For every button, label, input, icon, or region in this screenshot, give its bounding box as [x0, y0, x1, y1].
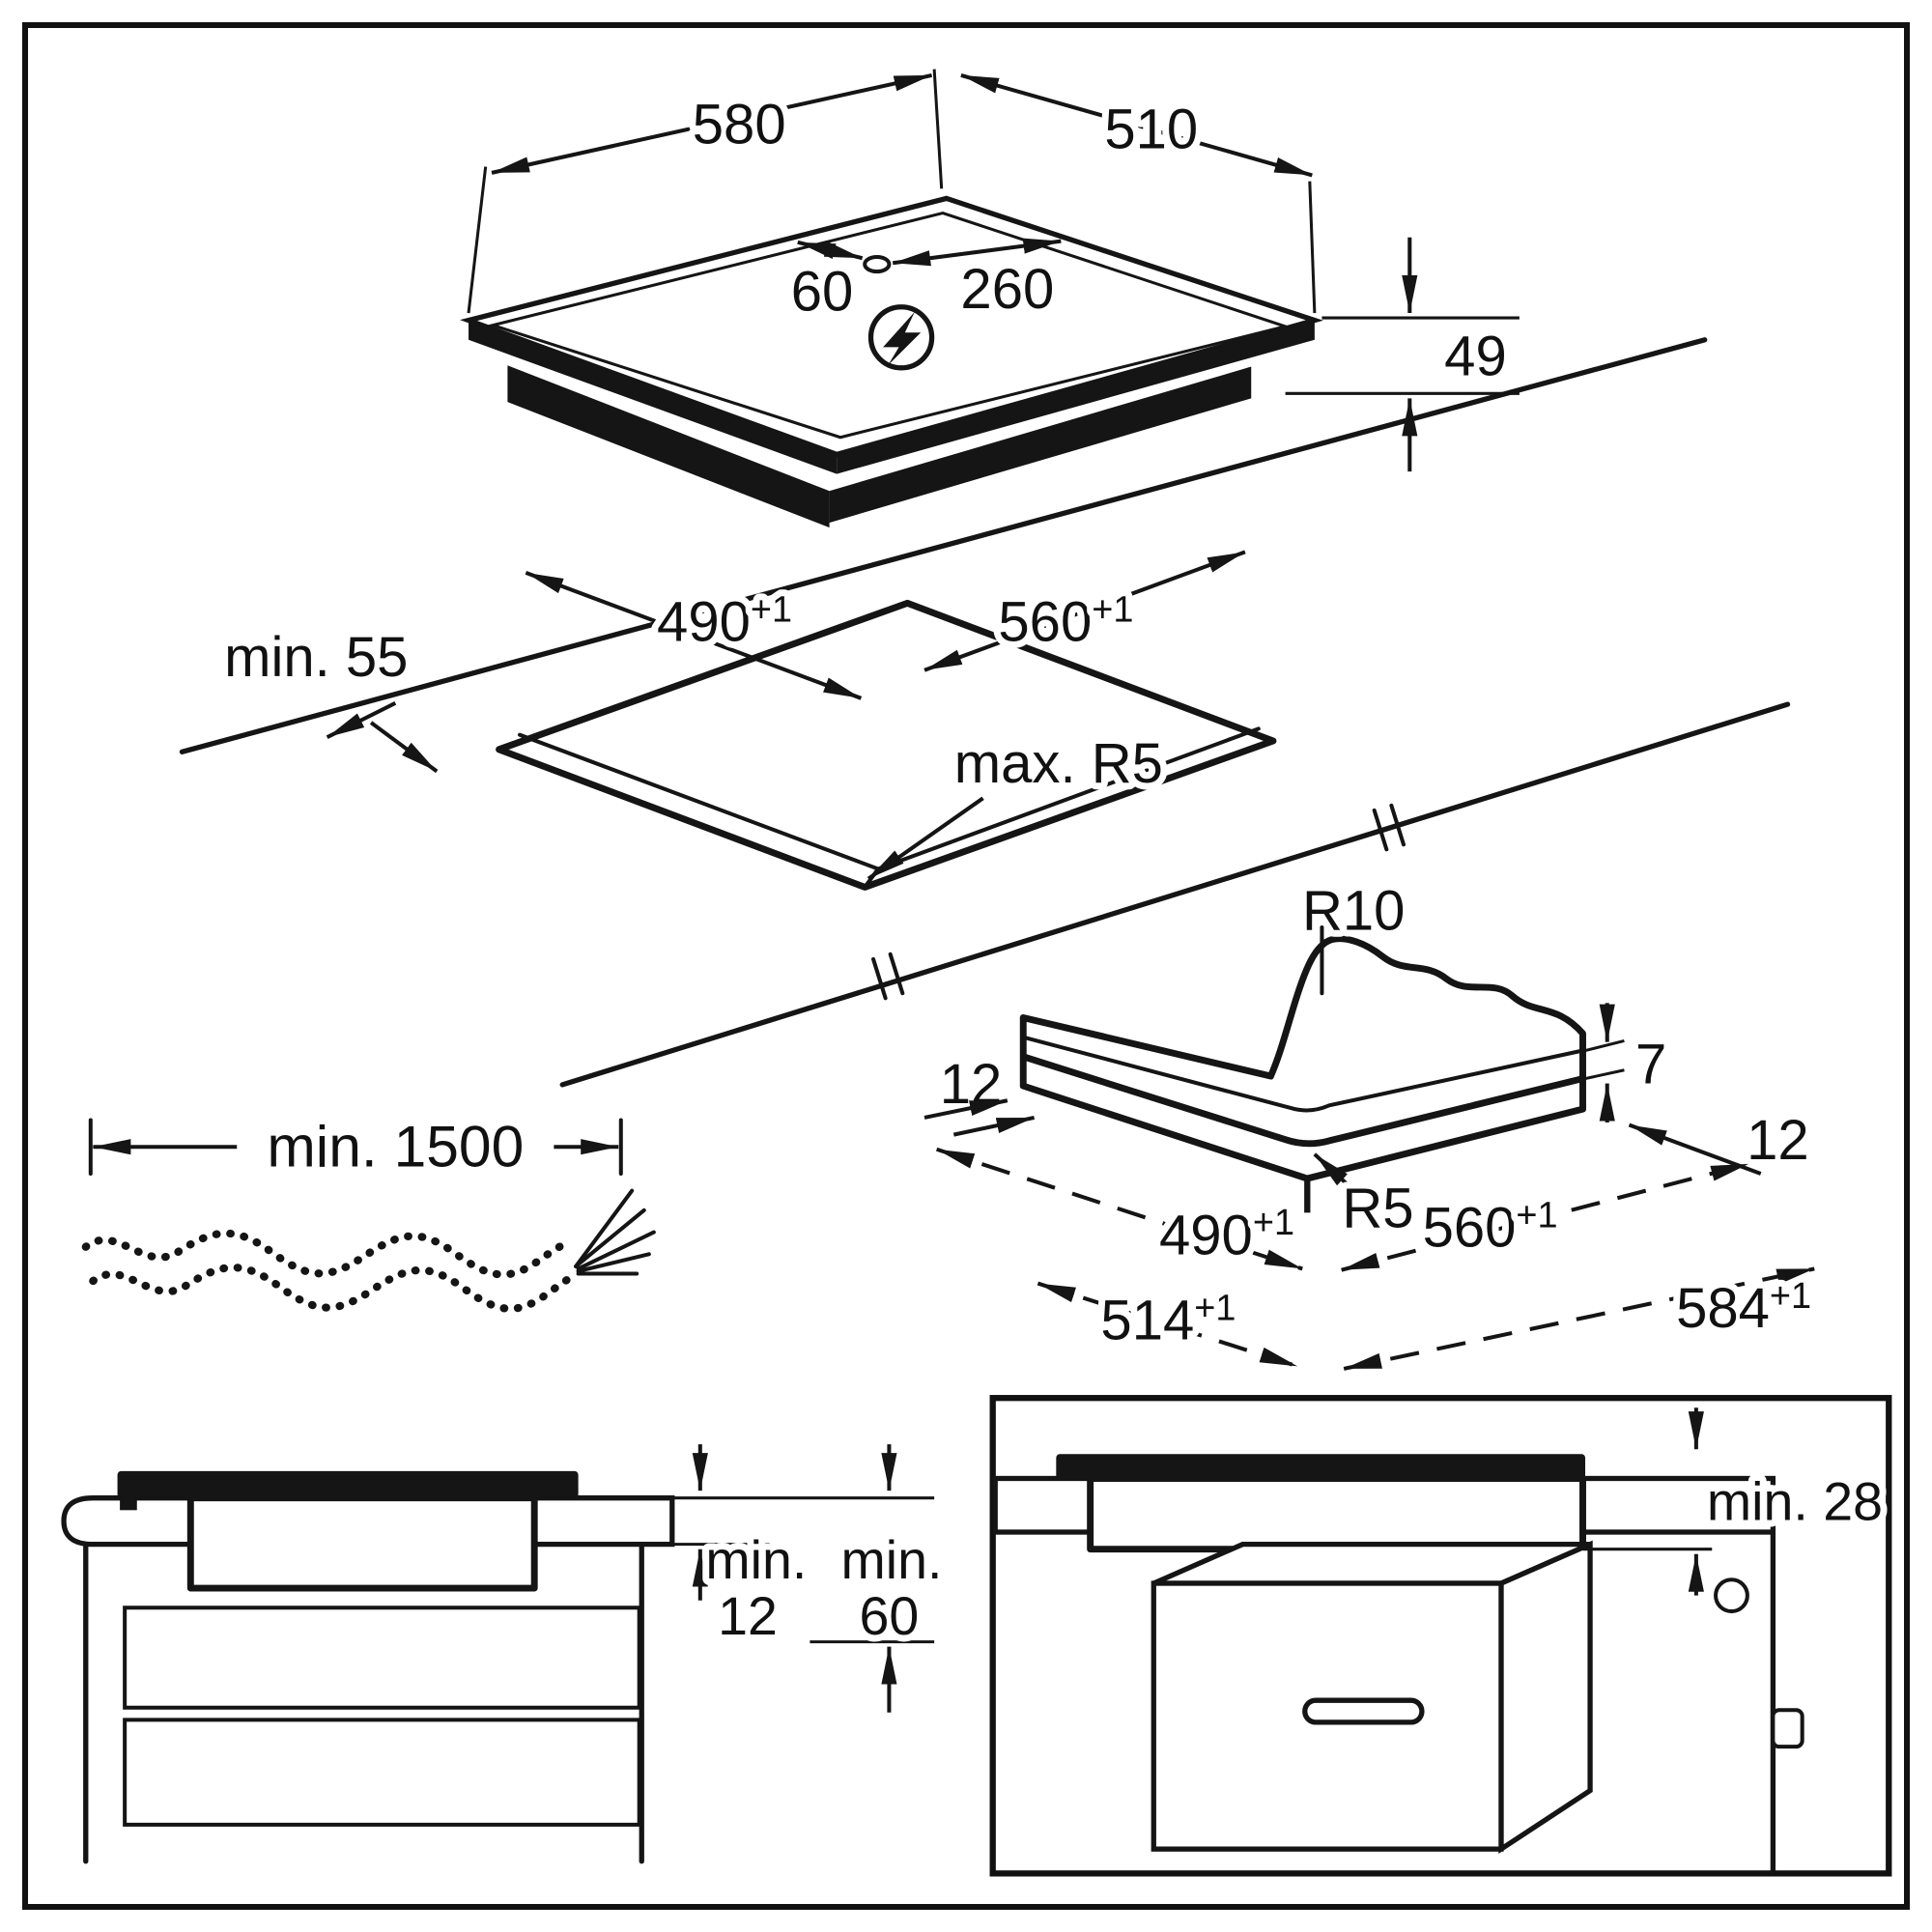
dim-recess-inner-width: 560+1: [1423, 1196, 1558, 1260]
dim-value: 490: [657, 591, 751, 654]
corner-radius-arrow: [867, 796, 984, 881]
counter-slab-left: [992, 1475, 1094, 1535]
hob-glass-lip: [120, 1497, 137, 1511]
hob-body-left-face: [507, 365, 830, 528]
edge-clearance-arrow: [326, 701, 397, 740]
dim-line-recess-inner-width: [1341, 1161, 1749, 1272]
mains-cable-view: min. 1500: [81, 1106, 656, 1313]
dim-cutout-depth: 490+1: [657, 589, 792, 653]
cable-wire-ends: [574, 1188, 656, 1276]
oven-clearance-section-view: min. 28: [989, 1395, 1892, 1877]
hob-body-right-face: [829, 366, 1252, 524]
cable-icon: [81, 1188, 656, 1313]
dim-value: 560: [998, 591, 1092, 654]
hob-surface-rim: [487, 211, 1292, 440]
hob-glass-edge-left: [469, 320, 838, 474]
r5-arrow: [1313, 1152, 1349, 1186]
corner-recess-detail-view: R10 R5 7 12 12 490+1 560+1 514+1 584+1: [923, 873, 1818, 1371]
dim-tolerance: +1: [1516, 1196, 1557, 1236]
dim-edge-clearance: min. 55: [224, 626, 408, 689]
oven-front: [1151, 1580, 1504, 1852]
dim-value: 560: [1423, 1197, 1517, 1260]
dim-line-cutout-width: [923, 550, 1246, 672]
dim-line-recess-inner-depth: [936, 1147, 1303, 1271]
dim-cable-offset: 60: [791, 261, 854, 324]
dim-line-recess-outer-width: [1343, 1266, 1815, 1371]
dim-gap-1: 12: [718, 1586, 778, 1646]
cable-cord: [81, 1229, 576, 1279]
dim-value: 514: [1100, 1290, 1194, 1352]
worktop-front-edge-line: [559, 701, 1791, 1088]
hob-glass-section: [1056, 1454, 1586, 1482]
label-min-1: min.: [705, 1530, 807, 1590]
extension-line: [1308, 181, 1317, 314]
dim-recess-outer-depth: 514+1: [1100, 1288, 1236, 1351]
extension-line: [467, 166, 488, 314]
dim-value: 490: [1159, 1204, 1253, 1266]
dim-tolerance: +1: [1092, 589, 1133, 630]
shelf: [123, 1718, 641, 1827]
cutout-inner-wall: [876, 726, 1261, 871]
flange-arrow: [923, 1098, 1009, 1120]
cable-cord: [89, 1264, 581, 1313]
control-knob: [1714, 1577, 1749, 1614]
cable-gland-hole: [863, 254, 892, 274]
dim-cable-length: min. 1500: [267, 1113, 524, 1179]
dim-cutout-width: 560+1: [998, 589, 1133, 653]
shelf: [123, 1605, 641, 1710]
extension-line: [932, 69, 944, 189]
dim-line-cable-span: [892, 238, 1062, 267]
hob-dimensions-view: 580 510 60 260 49: [460, 69, 1520, 528]
worktop-cutout-view: 490+1 560+1 min. 55 max. R5: [179, 337, 1791, 1088]
hob-glass-edge-right: [837, 320, 1315, 474]
break-mark: [1372, 803, 1406, 852]
edge-clearance-arrow: [369, 721, 439, 774]
label-outer-radius-r10: R10: [1302, 880, 1406, 943]
dim-hob-width: 580: [693, 94, 786, 156]
break-mark: [871, 952, 905, 1001]
dim-line-cable-offset: [797, 240, 864, 261]
cutout-inner-wall: [518, 732, 881, 871]
hob-body-section: [1087, 1475, 1586, 1553]
dim-line-hob-width: [491, 72, 933, 175]
label-inner-radius-r5: R5: [1342, 1178, 1413, 1240]
extension-line: [1584, 1038, 1625, 1053]
dim-gap-2: 60: [860, 1586, 920, 1646]
door-knob: [1771, 1708, 1804, 1749]
oven-handle: [1302, 1697, 1425, 1725]
worktop-corner-piece: [1019, 935, 1586, 1182]
label-min-2: min.: [841, 1530, 943, 1590]
recess-step-edge: [1021, 1035, 1585, 1113]
dim-oven-clearance: min. 28: [1707, 1471, 1883, 1531]
dim-tolerance: +1: [1194, 1288, 1236, 1328]
dim-value: 584: [1676, 1277, 1770, 1340]
dim-line-cutout-depth: [525, 570, 863, 700]
worktop-back-edge-line: [179, 337, 1708, 754]
dim-line-hob-depth: [960, 72, 1313, 178]
power-connection-icon: [867, 304, 935, 371]
dim-hob-height: 49: [1444, 325, 1507, 387]
dim-tolerance: +1: [751, 589, 792, 630]
dim-step-depth: 7: [1635, 1034, 1666, 1096]
hob-glass-section: [117, 1470, 579, 1498]
label-max-corner-radius: max. R5: [954, 732, 1163, 795]
cabinet-clearance-section-view: min. 12 min. 60: [61, 1444, 949, 1864]
dim-recess-outer-width: 584+1: [1676, 1276, 1811, 1340]
dim-tolerance: +1: [1253, 1203, 1294, 1243]
flange-arrow: [952, 1115, 1036, 1137]
dim-tolerance: +1: [1770, 1276, 1811, 1317]
dim-cable-span: 260: [960, 258, 1054, 321]
cutout-rim-edge: [1022, 1053, 1584, 1148]
extension-line: [1584, 1068, 1625, 1081]
dim-recess-inner-depth: 490+1: [1159, 1203, 1294, 1266]
hob-body-section: [186, 1494, 538, 1592]
dim-flange-right: 12: [1747, 1109, 1809, 1172]
dim-hob-depth: 510: [1104, 99, 1198, 161]
lightning-bolt-icon: [883, 311, 922, 366]
